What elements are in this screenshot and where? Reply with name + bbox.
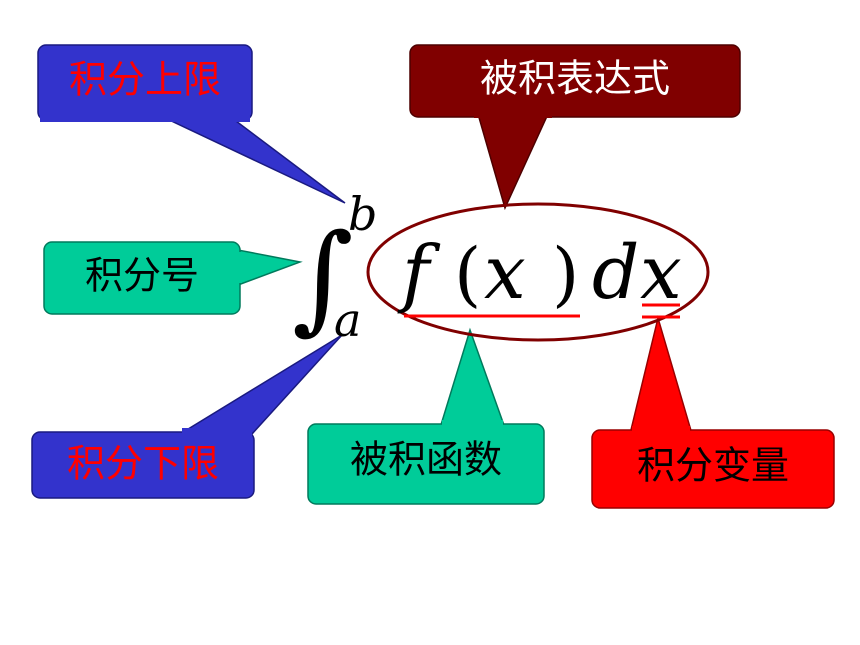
callout-lower-limit-box — [31, 431, 255, 499]
callout-lower-limit: 积分下限 — [31, 334, 343, 499]
callout-upper-limit-label: 积分上限 — [69, 58, 221, 102]
integrand-ellipse — [366, 202, 710, 342]
callout-lower-limit-label: 积分下限 — [67, 442, 219, 486]
lower-limit-a: a — [334, 293, 361, 347]
integral-symbol: ∫ — [292, 208, 353, 346]
formula-d: d — [592, 230, 639, 316]
callout-integrand-expression: 被积表达式 — [409, 44, 741, 211]
callout-lower-limit-pointer — [177, 334, 343, 435]
callout-integral-sign: 积分号 — [43, 241, 303, 315]
callout-integrand-function-label: 被积函数 — [350, 438, 502, 482]
upper-limit-b: b — [348, 187, 377, 241]
formula-x-arg: x — [484, 230, 526, 316]
callout-integrand-expression-label: 被积表达式 — [480, 57, 670, 101]
callout-integration-variable-box — [591, 429, 835, 509]
formula-paren-close: ) — [552, 233, 579, 315]
callout-integral-sign-label: 积分号 — [85, 254, 199, 298]
formula-paren-open: ( — [454, 233, 481, 315]
callout-integrand-expression-box — [409, 44, 741, 118]
formula-x-var: x — [640, 230, 682, 316]
callout-integration-variable-pointer — [629, 315, 694, 435]
callout-upper-limit: 积分上限 — [37, 44, 346, 204]
callout-integral-sign-pointer — [237, 249, 303, 287]
formula-f: f — [397, 230, 441, 316]
integral-formula: ∫ b a f ( x ) d x — [292, 187, 710, 347]
callout-integrand-expression-pointer — [477, 113, 550, 211]
callout-integration-variable-label: 积分变量 — [637, 444, 789, 488]
callout-upper-limit-pointer — [164, 117, 346, 204]
callout-integrand-function: 被积函数 — [307, 327, 545, 505]
callout-integration-variable: 积分变量 — [591, 315, 835, 509]
callout-integrand-function-pointer — [438, 327, 507, 429]
callout-integrand-function-box — [307, 423, 545, 505]
